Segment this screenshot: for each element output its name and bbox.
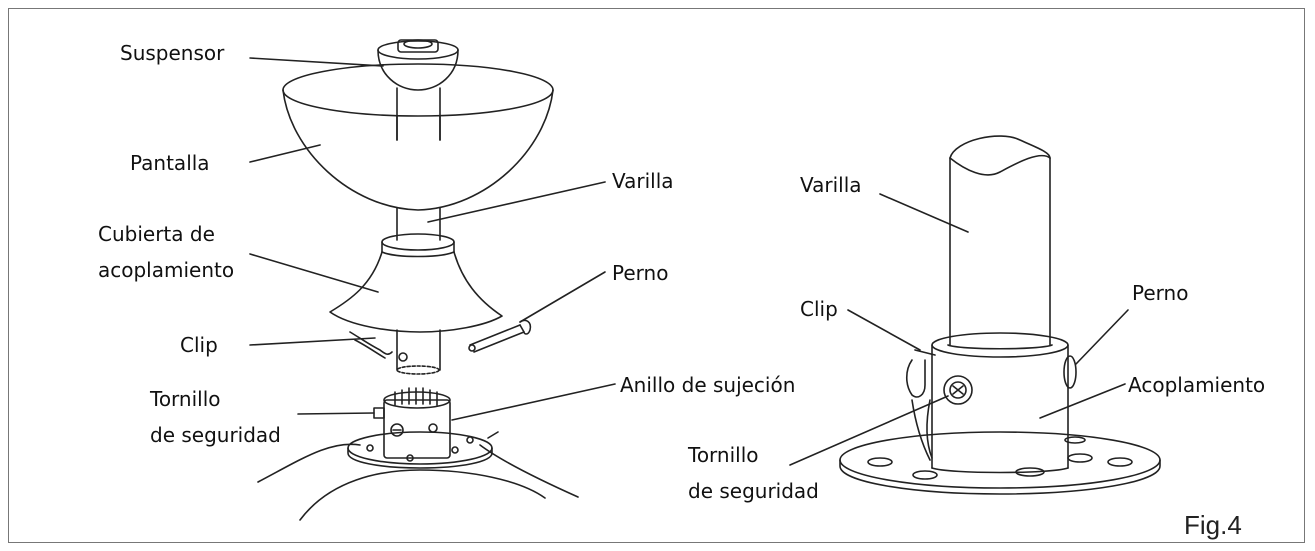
leader-tornillo-left bbox=[297, 412, 375, 415]
mounting-collar bbox=[383, 399, 451, 459]
label-varilla-right: Varilla bbox=[800, 173, 862, 197]
upper-rod bbox=[396, 87, 441, 241]
leader-acoplamiento bbox=[1039, 383, 1126, 419]
label-varilla-left: Varilla bbox=[612, 169, 674, 193]
label-acoplamiento: Acoplamiento bbox=[1128, 373, 1266, 397]
leader-cubierta bbox=[249, 253, 379, 293]
label-pantalla: Pantalla bbox=[130, 151, 210, 175]
leader-pantalla bbox=[249, 144, 321, 163]
leader-perno-right bbox=[1075, 309, 1129, 365]
leader-clip-left bbox=[249, 337, 376, 346]
right-rod-drawing bbox=[949, 135, 1051, 346]
label-clip-right: Clip bbox=[800, 297, 838, 321]
label-tornillo-left-line2: de seguridad bbox=[150, 423, 281, 447]
figure-caption: Fig.4 bbox=[1184, 510, 1242, 540]
label-tornillo-right-line1: Tornillo bbox=[688, 443, 759, 467]
right-security-screw bbox=[943, 375, 973, 405]
left-bolt-drawing bbox=[468, 319, 532, 353]
leader-perno-left bbox=[519, 271, 606, 323]
right-assembled-assembly bbox=[789, 135, 1161, 495]
left-clip-drawing bbox=[349, 331, 393, 359]
leader-varilla-right bbox=[879, 193, 969, 233]
right-base-plate bbox=[839, 431, 1161, 489]
fan-motor-housing bbox=[257, 443, 579, 521]
leader-varilla-left bbox=[427, 181, 606, 223]
figure-frame bbox=[8, 8, 1305, 543]
label-cubierta-line1: Cubierta de bbox=[98, 222, 215, 246]
label-tornillo-left-line1: Tornillo bbox=[150, 387, 221, 411]
canopy-bowl-drawing bbox=[282, 63, 554, 211]
label-perno-right: Perno bbox=[1132, 281, 1189, 305]
label-anillo: Anillo de sujeción bbox=[620, 373, 796, 397]
leader-clip-right bbox=[847, 309, 921, 351]
label-clip-left: Clip bbox=[180, 333, 218, 357]
suspensor-drawing bbox=[377, 39, 459, 91]
right-clip-drawing bbox=[905, 349, 936, 461]
label-cubierta-line2: acoplamiento bbox=[98, 258, 235, 282]
coupling-cover-drawing bbox=[329, 233, 503, 333]
left-exploded-assembly bbox=[249, 39, 616, 521]
leader-tornillo-right bbox=[789, 395, 949, 466]
label-perno-left: Perno bbox=[612, 261, 669, 285]
leader-anillo bbox=[451, 383, 616, 421]
leader-suspensor bbox=[249, 57, 384, 67]
label-tornillo-right-line2: de seguridad bbox=[688, 479, 819, 503]
label-suspensor: Suspensor bbox=[120, 41, 225, 65]
lower-rod-segment bbox=[396, 329, 441, 371]
